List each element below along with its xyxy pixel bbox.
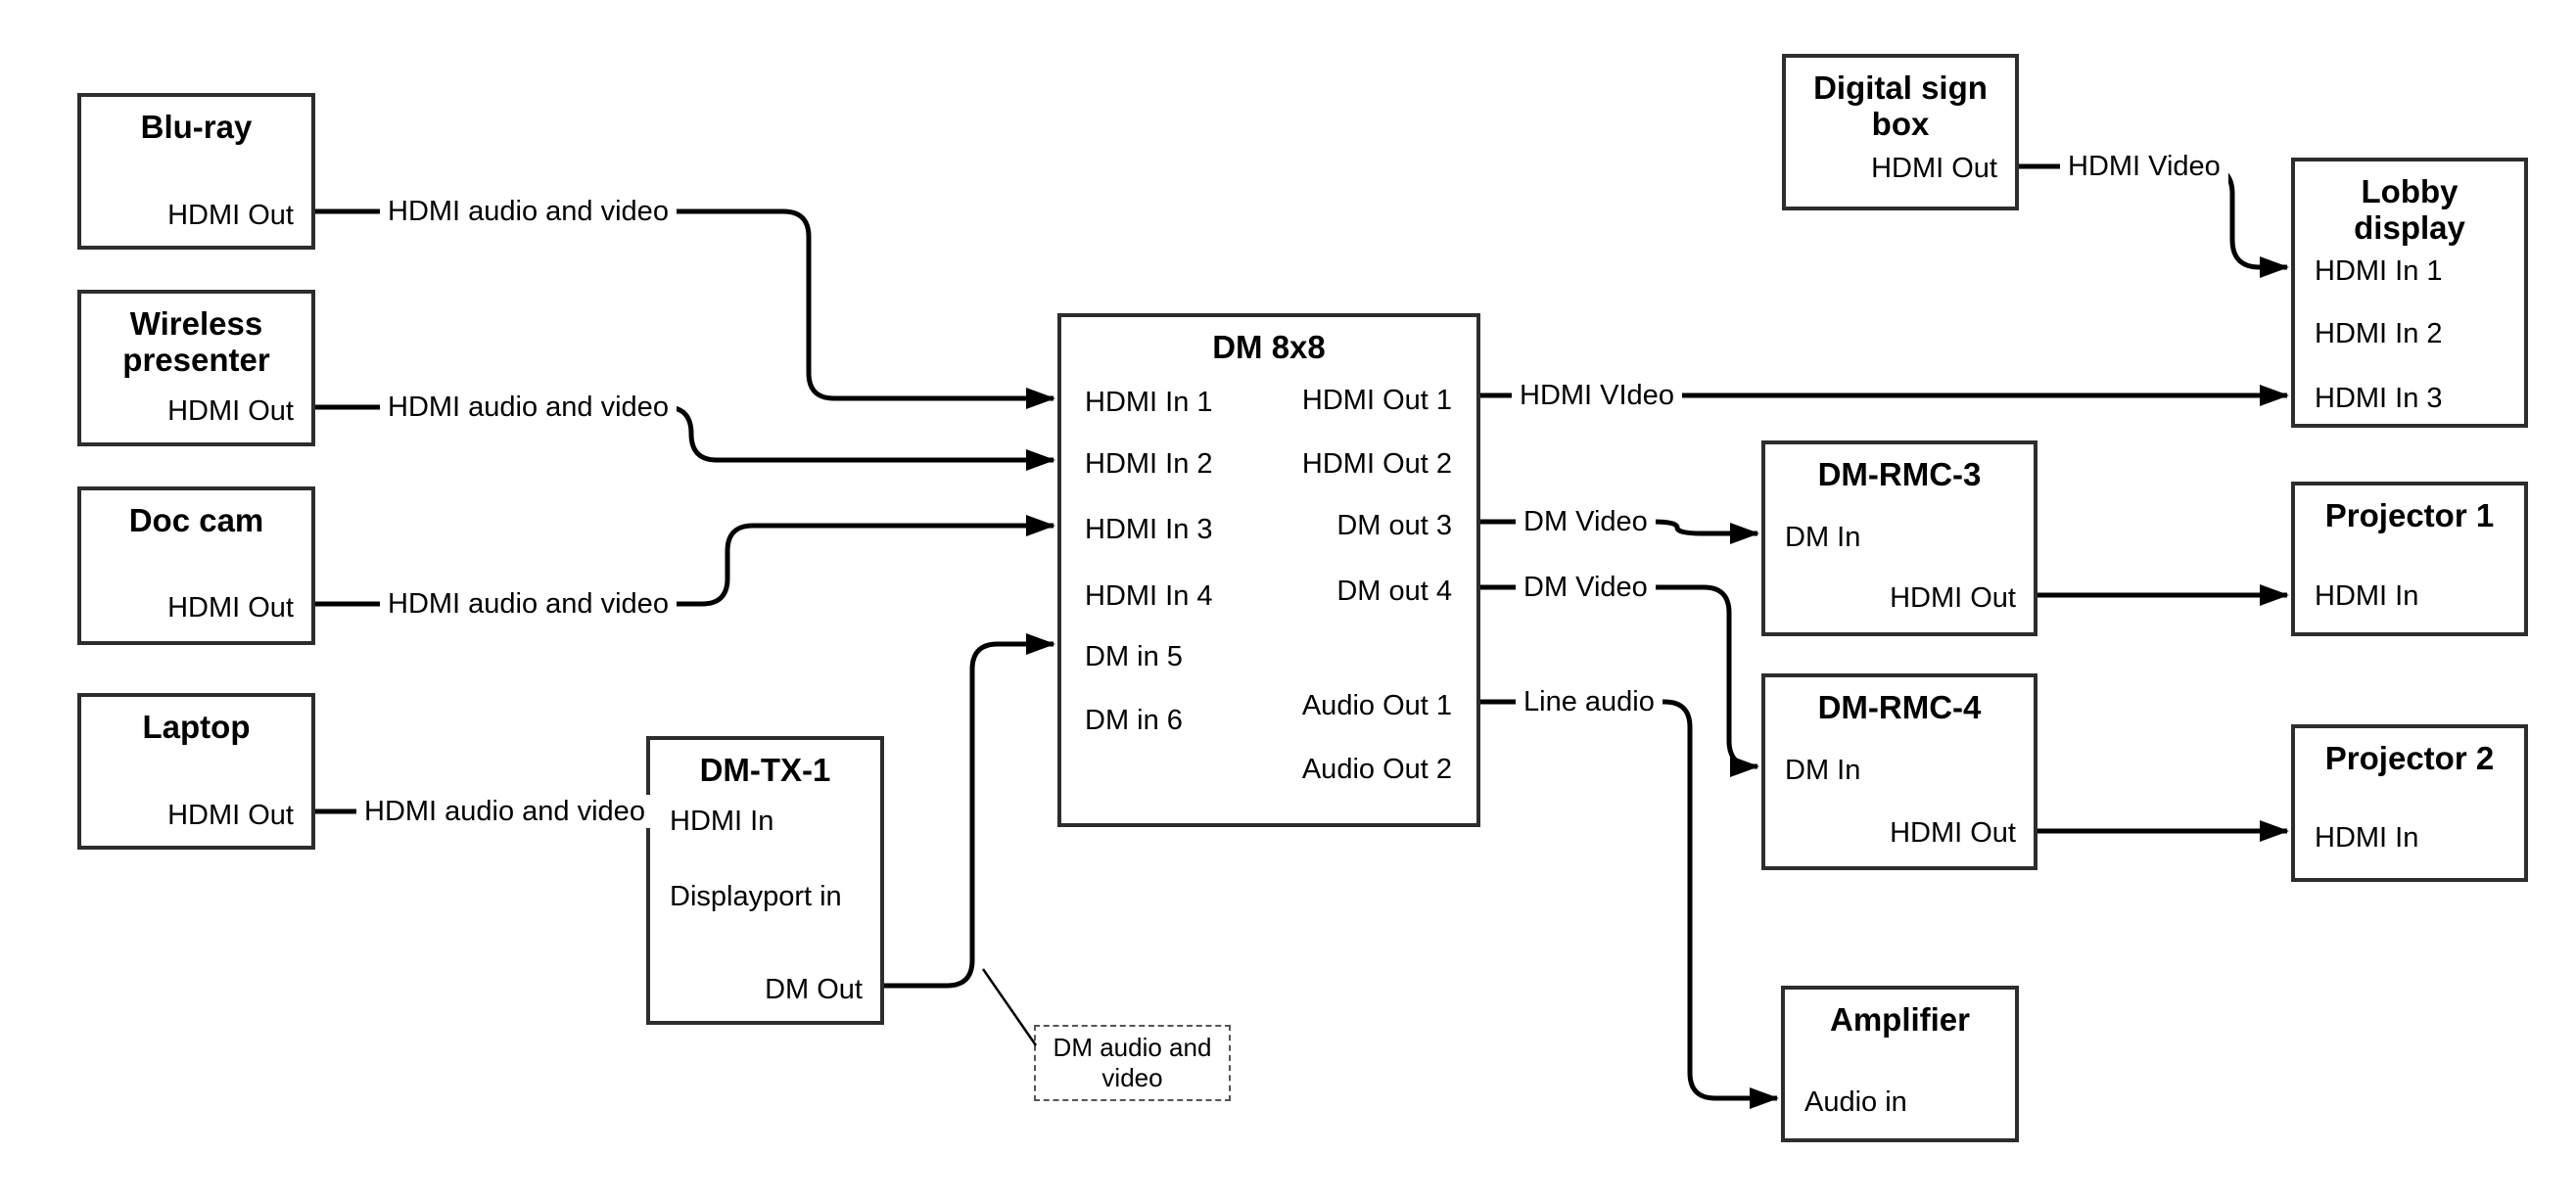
node-dm-8x8-title: DM 8x8 — [1212, 329, 1326, 365]
port-laptop-hdmi-out: HDMI Out — [167, 800, 294, 831]
port-lobby-hdmi-in-1: HDMI In 1 — [2315, 255, 2443, 287]
port-dm8x8-hdmi-in-3: HDMI In 3 — [1085, 514, 1213, 545]
port-dm8x8-dm-in-6: DM in 6 — [1085, 705, 1183, 736]
port-proj1-hdmi-in: HDMI In — [2315, 580, 2419, 612]
port-proj2-hdmi-in: HDMI In — [2315, 822, 2419, 854]
port-dm8x8-audio-out-2: Audio Out 2 — [1301, 754, 1452, 785]
port-dm8x8-hdmi-in-4: HDMI In 4 — [1085, 580, 1213, 612]
wire-dm8x8-dmout3-to-dmrmc3 — [1480, 519, 1759, 544]
port-dm8x8-hdmi-out-2: HDMI Out 2 — [1301, 448, 1452, 480]
port-lobby-hdmi-in-2: HDMI In 2 — [2315, 318, 2443, 349]
wire-label-dm-video-out4: DM Video — [1516, 571, 1656, 604]
wire-label-hdmi-av-doccam: HDMI audio and video — [380, 587, 677, 621]
node-wireless-presenter: Wireless presenter HDMI Out — [77, 290, 315, 446]
port-dm8x8-hdmi-in-2: HDMI In 2 — [1085, 448, 1213, 480]
node-projector-1-title: Projector 1 — [2324, 497, 2495, 533]
node-bluray-title: Blu-ray — [140, 109, 253, 145]
note-dm-audio-and-video: DM audio and video — [1034, 1025, 1231, 1101]
node-wireless-presenter-title: Wireless presenter — [122, 305, 270, 378]
wire-label-line-audio: Line audio — [1516, 685, 1663, 718]
port-dm8x8-dm-in-5: DM in 5 — [1085, 641, 1183, 672]
port-dmrmc4-dm-in: DM In — [1785, 755, 1861, 786]
node-dm-rmc-4-title: DM-RMC-4 — [1817, 689, 1982, 725]
wire-label-hdmi-av-laptop: HDMI audio and video — [356, 795, 653, 828]
node-amplifier-title: Amplifier — [1829, 1001, 1971, 1038]
port-dmrmc3-dm-in: DM In — [1785, 522, 1861, 553]
node-dm-rmc-3-title: DM-RMC-3 — [1817, 456, 1982, 492]
port-lobby-hdmi-in-3: HDMI In 3 — [2315, 383, 2443, 414]
node-doc-cam-title: Doc cam — [128, 502, 264, 538]
wire-dm8x8-audioout1-to-amplifier — [1480, 699, 1779, 1109]
node-bluray: Blu-ray HDMI Out — [77, 93, 315, 250]
port-dm8x8-dm-out-4: DM out 4 — [1336, 576, 1452, 607]
wire-dm8x8-dmout4-to-dmrmc4 — [1480, 584, 1759, 777]
node-lobby-display: Lobby display HDMI In 1 HDMI In 2 HDMI I… — [2291, 158, 2528, 428]
node-laptop: Laptop HDMI Out — [77, 693, 315, 850]
port-wireless-hdmi-out: HDMI Out — [167, 395, 294, 427]
wire-doccam-to-dm8x8-in3 — [315, 515, 1055, 607]
node-projector-2-title: Projector 2 — [2324, 740, 2495, 776]
node-lobby-display-title: Lobby display — [2354, 173, 2465, 246]
port-amplifier-audio-in: Audio in — [1804, 1086, 1907, 1118]
wire-bluray-to-dm8x8-in1 — [315, 208, 1055, 409]
node-dm-8x8: DM 8x8 HDMI In 1 HDMI In 2 HDMI In 3 HDM… — [1057, 313, 1480, 827]
port-dmtx1-displayport-in: Displayport in — [670, 881, 842, 912]
port-dmtx1-dm-out: DM Out — [765, 974, 863, 1005]
node-laptop-title: Laptop — [142, 709, 251, 745]
note-callout-line — [981, 968, 1038, 1046]
port-dm8x8-hdmi-in-1: HDMI In 1 — [1085, 387, 1213, 418]
node-digital-sign-title: Digital sign box — [1813, 69, 1988, 142]
port-dm8x8-hdmi-out-1: HDMI Out 1 — [1301, 385, 1452, 416]
node-dm-rmc-4: DM-RMC-4 DM In HDMI Out — [1761, 673, 2037, 870]
port-dmrmc4-hdmi-out: HDMI Out — [1890, 817, 2016, 849]
node-projector-2: Projector 2 HDMI In — [2291, 724, 2528, 882]
port-bluray-hdmi-out: HDMI Out — [167, 200, 294, 231]
port-dm8x8-audio-out-1: Audio Out 1 — [1301, 690, 1452, 721]
port-dmtx1-hdmi-in: HDMI In — [670, 806, 774, 837]
wire-label-hdmi-av-bluray: HDMI audio and video — [380, 195, 677, 228]
wire-label-dm-video-out3: DM Video — [1516, 505, 1656, 538]
port-digital-sign-hdmi-out: HDMI Out — [1871, 153, 1997, 184]
node-dm-tx-1-title: DM-TX-1 — [699, 752, 831, 788]
port-dmrmc3-hdmi-out: HDMI Out — [1890, 582, 2016, 614]
node-dm-rmc-3: DM-RMC-3 DM In HDMI Out — [1761, 440, 2037, 636]
port-dm8x8-dm-out-3: DM out 3 — [1336, 510, 1452, 541]
node-projector-1: Projector 1 HDMI In — [2291, 482, 2528, 636]
node-doc-cam: Doc cam HDMI Out — [77, 486, 315, 645]
node-amplifier: Amplifier Audio in — [1781, 986, 2019, 1142]
wire-label-hdmi-video: HDMI Video — [2060, 150, 2228, 183]
node-digital-sign-box: Digital sign box HDMI Out — [1782, 54, 2019, 210]
wire-dmtx1-dmout-to-dm8x8-dmin5 — [884, 633, 1055, 989]
wire-label-hdmi-video-out1: HDMI VIdeo — [1512, 379, 1682, 412]
wire-label-hdmi-av-wireless: HDMI audio and video — [380, 391, 677, 424]
node-dm-tx-1: DM-TX-1 HDMI In Displayport in DM Out — [646, 736, 884, 1025]
port-doccam-hdmi-out: HDMI Out — [167, 592, 294, 624]
